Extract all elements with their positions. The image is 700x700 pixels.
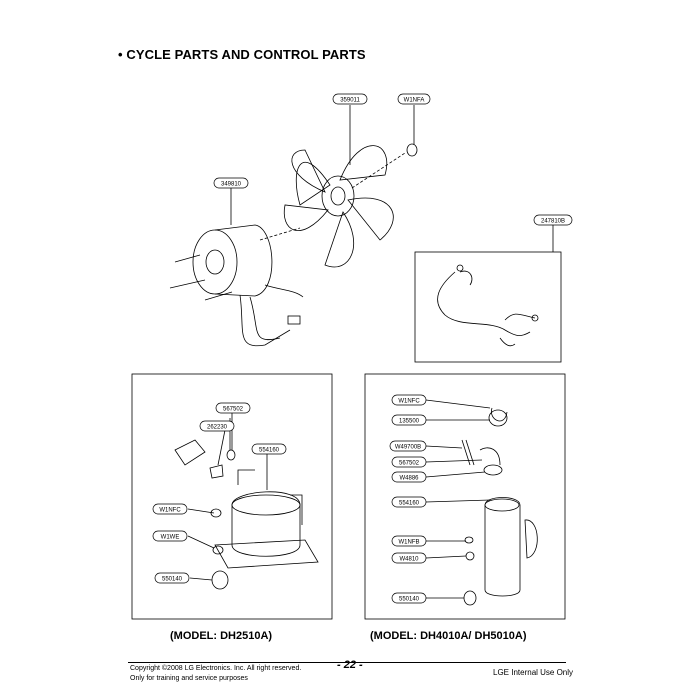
fan-blade-drawing	[283, 145, 394, 268]
footer-copyright: Copyright ©2008 LG Electronics. Inc. All…	[130, 665, 302, 672]
label-right-cover: 135500	[399, 419, 420, 425]
label-right-washer: W4886	[399, 476, 419, 482]
fan-nut-drawing	[351, 143, 418, 189]
label-left-compressor: 554160	[259, 448, 280, 454]
right-model-caption: (MODEL: DH4010A/ DH5010A)	[370, 630, 527, 642]
label-left-protector: 262230	[207, 425, 228, 431]
label-right-relay: 567502	[399, 461, 420, 467]
label-fan-nut: W1NFA	[404, 98, 425, 104]
fan-motor-drawing	[169, 224, 304, 347]
page-number: - 22 -	[337, 659, 363, 671]
wire-harness-box	[414, 251, 562, 363]
label-left-nut: W1NFC	[159, 508, 181, 514]
footer-internal: LGE Internal Use Only	[493, 668, 574, 677]
label-right-nut-top: W1NFC	[398, 399, 420, 405]
page-title: • CYCLE PARTS AND CONTROL PARTS	[118, 47, 366, 62]
label-left-washer: W1WE	[161, 535, 180, 541]
label-right-spring: W49700B	[395, 445, 421, 451]
label-right-grommet: 550140	[399, 597, 420, 603]
label-right-compressor: 554160	[399, 501, 420, 507]
label-wire-harness: 247810B	[541, 219, 565, 225]
footer-copyright-block: Copyright ©2008 LG Electronics. Inc. All…	[130, 664, 301, 684]
label-fan-motor: 349810	[221, 182, 242, 188]
label-left-relay: 567502	[223, 407, 244, 413]
left-model-caption: (MODEL: DH2510A)	[170, 630, 273, 642]
label-fan: 359011	[340, 98, 360, 104]
left-compressor-drawing	[174, 418, 319, 590]
footer-usage: Only for training and service purposes	[130, 675, 248, 682]
label-right-nut: W1NFB	[399, 540, 420, 546]
label-right-washer2: W4810	[399, 557, 419, 563]
label-left-grommet: 550140	[162, 577, 183, 583]
footer-rule	[128, 662, 566, 663]
right-compressor-drawing	[461, 407, 538, 606]
wire-harness-drawing	[437, 264, 539, 347]
